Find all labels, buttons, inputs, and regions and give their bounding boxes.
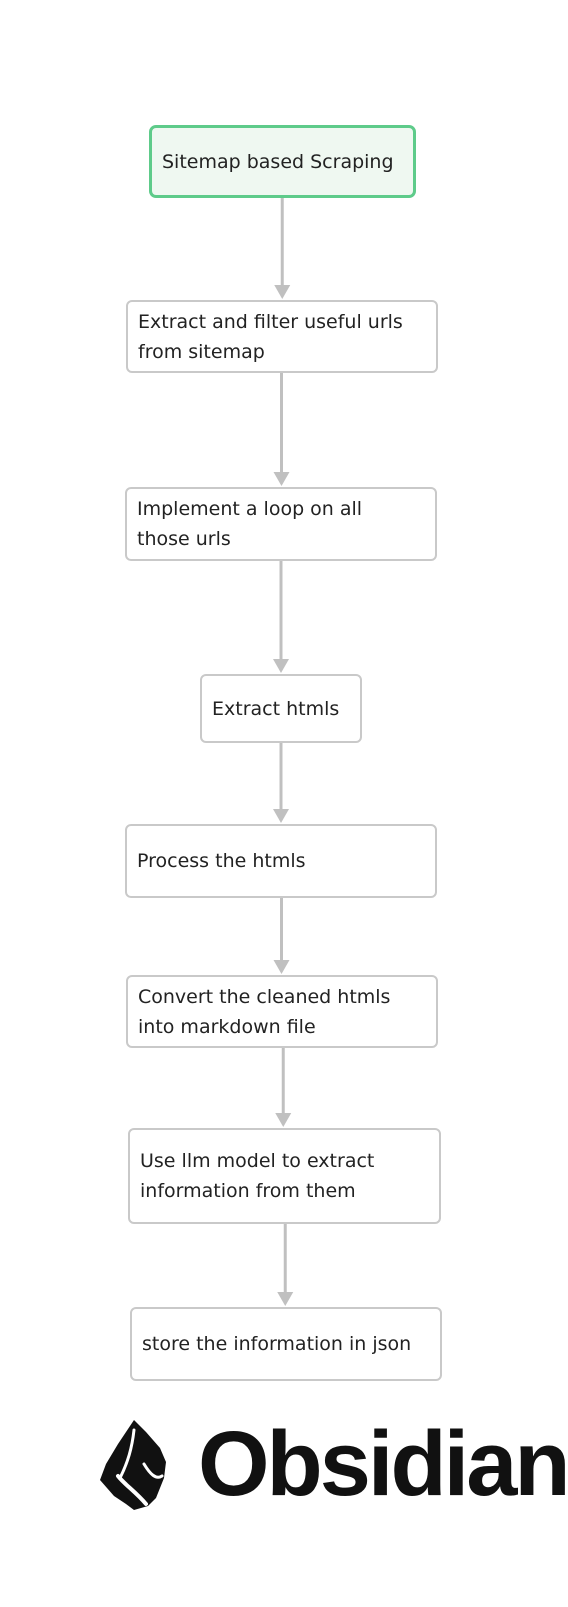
node-extract-htmls[interactable]: Extract htmls (200, 674, 362, 743)
node-extract-filter-urls[interactable]: Extract and filter useful urls from site… (126, 300, 438, 373)
arrow-head-icon (277, 1292, 294, 1306)
obsidian-wordmark: Obsidian (198, 1418, 568, 1510)
node-llm-extract[interactable]: Use llm model to extract information fro… (128, 1128, 441, 1224)
node-sitemap-based-scraping[interactable]: Sitemap based Scraping (149, 125, 416, 198)
node-convert-markdown[interactable]: Convert the cleaned htmls into markdown … (126, 975, 438, 1048)
arrow-head-icon (275, 1113, 292, 1127)
obsidian-logo: Obsidian (98, 1418, 568, 1510)
obsidian-logo-icon (100, 1420, 166, 1510)
arrow-head-icon (273, 960, 290, 974)
node-loop-urls[interactable]: Implement a loop on all those urls (125, 487, 437, 561)
arrow-head-icon (273, 659, 289, 673)
node-store-json[interactable]: store the information in json (130, 1307, 442, 1381)
arrow-head-icon (274, 285, 291, 299)
node-process-htmls[interactable]: Process the htmls (125, 824, 437, 898)
arrow-head-icon (273, 809, 289, 823)
arrow-head-icon (273, 472, 290, 486)
